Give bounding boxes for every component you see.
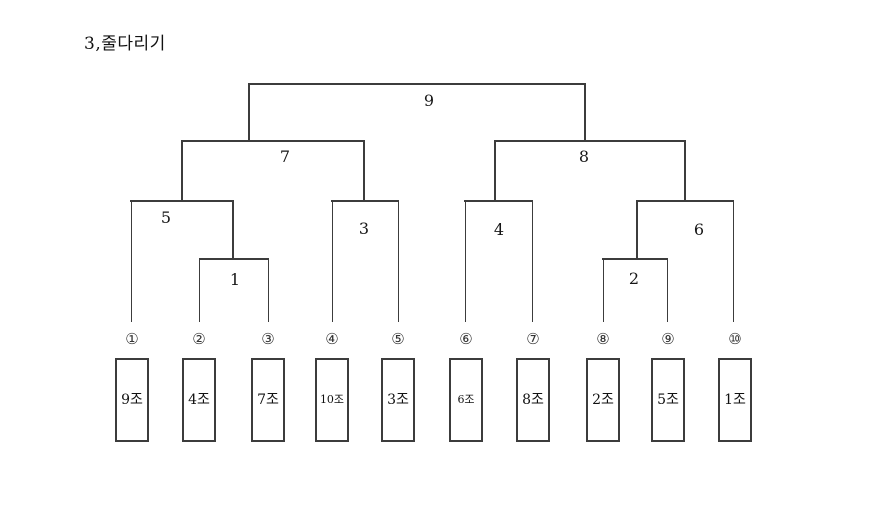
m8-drop-left — [494, 140, 496, 202]
team-box-2: 4조 — [182, 358, 216, 442]
team-box-8: 2조 — [586, 358, 620, 442]
team-box-3: 7조 — [251, 358, 285, 442]
m8-drop-right — [684, 140, 686, 202]
seed-label-3: ③ — [261, 330, 275, 348]
m5-bar — [130, 200, 234, 202]
m4-drop-right — [532, 200, 533, 322]
seed-label-7: ⑦ — [526, 330, 540, 348]
m4-drop-left — [465, 200, 466, 322]
m7-drop-right — [363, 140, 365, 202]
seed-label-5: ⑤ — [391, 330, 405, 348]
m5-drop-right — [232, 200, 234, 260]
team-box-6: 6조 — [449, 358, 483, 442]
seed-label-10: ⑩ — [728, 330, 742, 348]
match-label-6: 6 — [693, 220, 705, 239]
match-label-7: 7 — [279, 147, 291, 166]
team-box-5: 3조 — [381, 358, 415, 442]
seed-label-6: ⑥ — [459, 330, 473, 348]
m6-drop-left — [636, 200, 638, 260]
m2-bar — [602, 258, 668, 260]
m2-drop-left — [603, 258, 604, 322]
seed-label-1: ① — [125, 330, 139, 348]
match-label-9: 9 — [423, 91, 435, 110]
m3-drop-left — [332, 200, 333, 322]
match-label-1: 1 — [229, 270, 241, 289]
m2-drop-right — [667, 258, 668, 322]
m1-bar — [199, 258, 269, 260]
m7-drop-left — [181, 140, 183, 202]
team-box-4: 10조 — [315, 358, 349, 442]
m9-drop-left — [248, 83, 250, 142]
m6-bar — [636, 200, 734, 202]
m6-drop-right — [733, 200, 734, 322]
m8-bar — [494, 140, 686, 142]
team-box-10: 1조 — [718, 358, 752, 442]
team-box-7: 8조 — [516, 358, 550, 442]
seed-label-8: ⑧ — [596, 330, 610, 348]
m4-bar — [464, 200, 533, 202]
m7-bar — [181, 140, 365, 142]
m1-drop-right — [268, 258, 269, 322]
seed-label-9: ⑨ — [661, 330, 675, 348]
m3-bar — [331, 200, 399, 202]
page-title: 3,줄다리기 — [84, 34, 166, 54]
team-box-1: 9조 — [115, 358, 149, 442]
team-box-9: 5조 — [651, 358, 685, 442]
seed-label-4: ④ — [325, 330, 339, 348]
match-label-4: 4 — [493, 220, 505, 239]
match-label-5: 5 — [160, 208, 172, 227]
match-label-8: 8 — [578, 147, 590, 166]
seed-label-2: ② — [192, 330, 206, 348]
m9-drop-right — [584, 83, 586, 142]
m5-drop-left — [131, 200, 132, 322]
m3-drop-right — [398, 200, 399, 322]
match-label-3: 3 — [358, 219, 370, 238]
match-label-2: 2 — [628, 269, 640, 288]
m1-drop-left — [199, 258, 200, 322]
m9-bar — [249, 83, 586, 85]
